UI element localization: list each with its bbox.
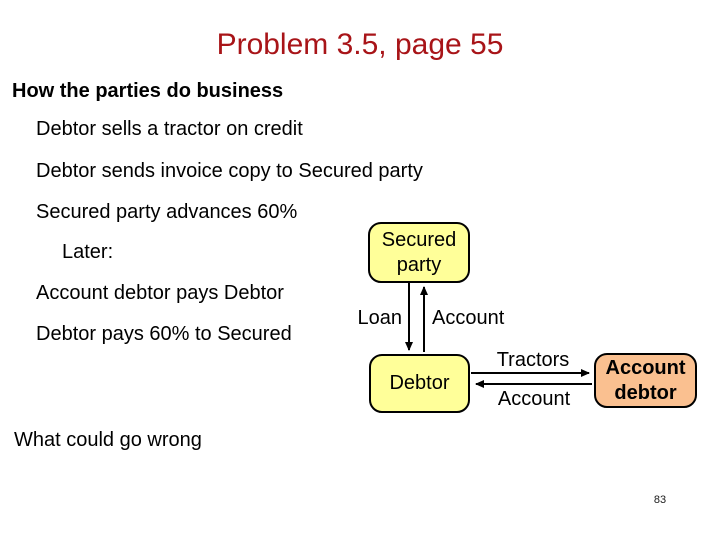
edge-label-loan: Loan bbox=[357, 307, 403, 329]
edge-label-account-left: Account bbox=[497, 388, 571, 410]
edge-label-account-up: Account bbox=[432, 307, 505, 329]
node-secured-party: Secured party bbox=[368, 222, 470, 283]
node-account-debtor: Account debtor bbox=[594, 353, 697, 408]
bullet-line: Debtor pays 60% to Secured bbox=[36, 323, 292, 345]
bullet-line: Secured party advances 60% bbox=[36, 201, 298, 223]
node-account-debtor-line1: Account bbox=[605, 356, 686, 379]
bullet-line-later: Later: bbox=[62, 241, 114, 263]
node-debtor: Debtor bbox=[369, 354, 470, 413]
node-secured-party-line2: party bbox=[396, 253, 442, 276]
bullet-line: Debtor sells a tractor on credit bbox=[36, 118, 303, 140]
footer-question: What could go wrong bbox=[14, 429, 202, 451]
page-number: 83 bbox=[653, 494, 667, 506]
bullet-line: Account debtor pays Debtor bbox=[36, 282, 284, 304]
section-heading: How the parties do business bbox=[12, 80, 284, 102]
bullet-line: Debtor sends invoice copy to Secured par… bbox=[36, 160, 423, 182]
edge-label-tractors: Tractors bbox=[496, 349, 570, 371]
node-account-debtor-line2: debtor bbox=[614, 381, 677, 404]
node-debtor-label: Debtor bbox=[389, 372, 450, 394]
node-secured-party-line1: Secured bbox=[381, 228, 457, 251]
slide-title: Problem 3.5, page 55 bbox=[216, 28, 504, 61]
